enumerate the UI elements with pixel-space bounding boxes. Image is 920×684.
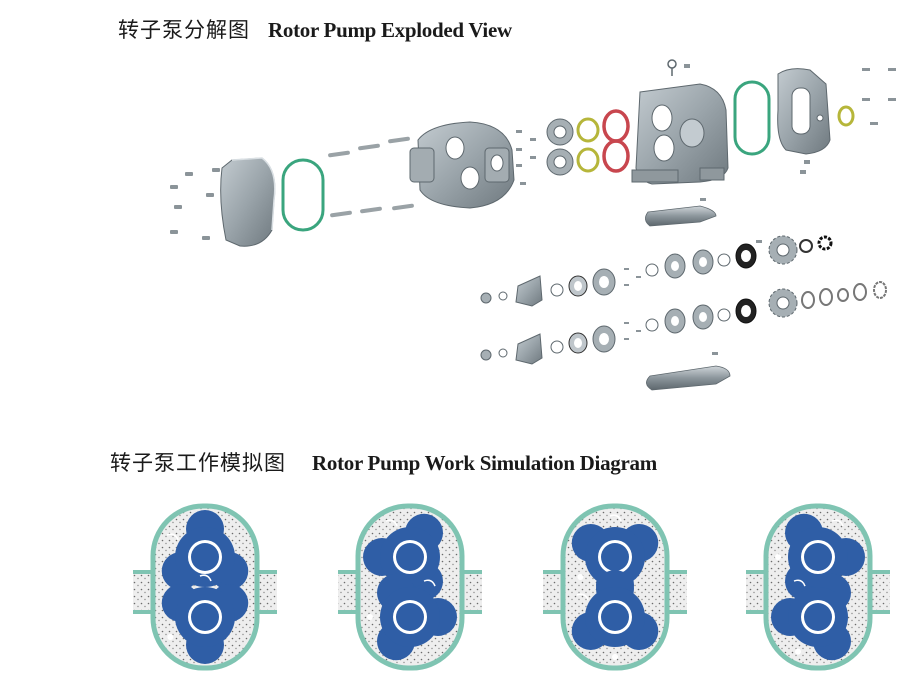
spacer-markers (624, 240, 762, 355)
red-o-rings (602, 109, 630, 173)
locating-pins (516, 130, 536, 185)
simulation-stage-4 (746, 503, 890, 671)
lifting-eye (667, 59, 690, 76)
simulation-stage-3 (543, 503, 687, 671)
bearing-stack-lower-a (480, 281, 887, 365)
simulation-title-cn: 转子泵工作模拟图 (110, 451, 286, 475)
rear-cover (777, 68, 831, 155)
drive-shaft-lower (646, 365, 731, 391)
rotor-lower (161, 574, 249, 664)
exploded-view-title-cn: 转子泵分解图 (118, 18, 250, 42)
rear-o-ring (733, 80, 771, 156)
rotor-upper (161, 510, 249, 600)
simulation-title-en: Rotor Pump Work Simulation Diagram (312, 451, 657, 475)
rotor-upper (363, 513, 443, 601)
seal-plates (546, 118, 574, 176)
yellow-o-rings (576, 117, 600, 173)
rear-bolts (800, 68, 896, 174)
front-bearing-housing (409, 121, 515, 209)
exploded-view-title: 转子泵分解图 Rotor Pump Exploded View (118, 14, 512, 44)
rotor-upper (775, 513, 865, 601)
simulation-stage-2 (338, 503, 482, 671)
housing-bolts (328, 136, 414, 218)
rotor-lower (367, 573, 457, 661)
cover-o-ring (281, 158, 325, 232)
duct-walls (543, 570, 687, 614)
rotor-lower (771, 573, 851, 661)
simulation-stage-1 (133, 503, 277, 671)
duct-walls (338, 570, 482, 614)
drive-shaft-upper (645, 198, 717, 227)
duct-walls (746, 570, 890, 614)
bearing-stack-upper (480, 235, 833, 307)
rotor-lower (571, 570, 659, 660)
duct-walls (133, 570, 277, 614)
pump-body (631, 83, 729, 185)
end-cover-plate (220, 157, 276, 247)
rear-yellow-o-ring (837, 105, 855, 127)
cover-bolts (170, 168, 220, 240)
exploded-view-title-en: Rotor Pump Exploded View (268, 18, 512, 42)
simulation-title: 转子泵工作模拟图 Rotor Pump Work Simulation Diagr… (110, 447, 657, 477)
